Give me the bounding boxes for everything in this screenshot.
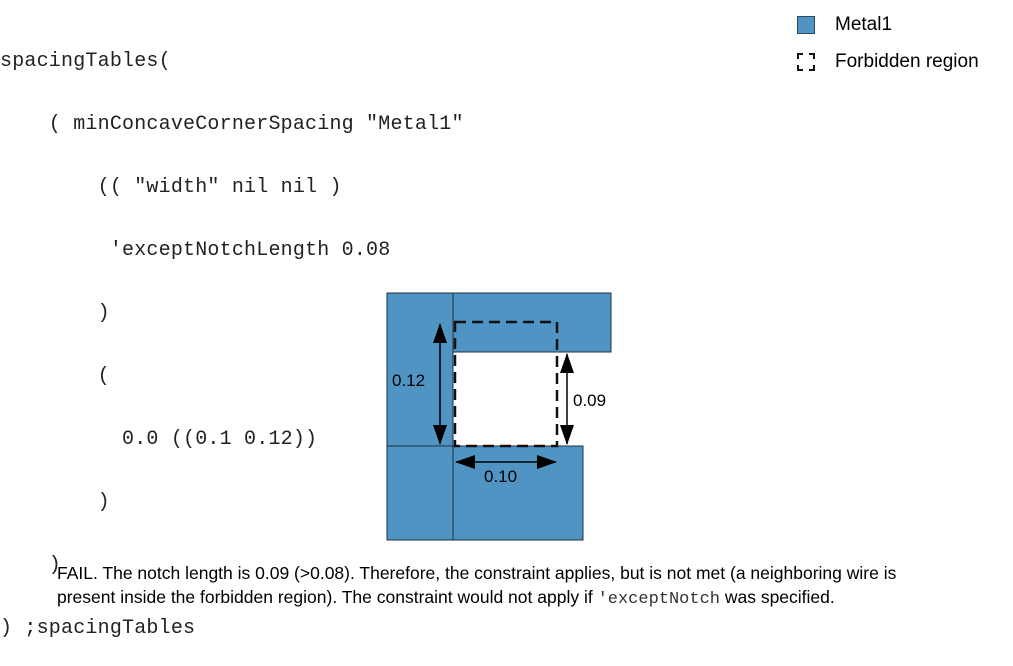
forbidden-region <box>453 320 559 448</box>
code-line: ) <box>0 302 110 325</box>
code-line: ( <box>0 365 110 388</box>
forbidden-region-swatch-icon <box>797 53 815 71</box>
code-line: 0.0 ((0.1 0.12)) <box>0 428 318 451</box>
code-line: 'exceptNotchLength 0.08 <box>0 239 391 262</box>
legend-forbidden-region: Forbidden region <box>797 51 979 73</box>
dimension-label-0-12: 0.12 <box>392 371 425 390</box>
code-line: ) <box>0 491 110 514</box>
dimension-label-0-09: 0.09 <box>573 391 606 410</box>
code-listing: spacingTables( ( minConcaveCornerSpacing… <box>0 9 464 660</box>
code-line: ) ;spacingTables <box>0 617 196 640</box>
metal1-swatch-icon <box>797 16 815 34</box>
caption: FAIL. The notch length is 0.09 (>0.08). … <box>57 561 917 612</box>
code-line: (( "width" nil nil ) <box>0 176 342 199</box>
legend-metal1: Metal1 <box>797 14 892 36</box>
legend-forbidden-label: Forbidden region <box>835 51 979 72</box>
caption-code-term: 'exceptNotch <box>597 590 720 609</box>
caption-text-end: was specified. <box>719 587 835 607</box>
code-line: ( minConcaveCornerSpacing "Metal1" <box>0 113 464 136</box>
metal-shapes <box>386 292 612 541</box>
code-line: ) <box>0 554 62 577</box>
dimension-label-0-10: 0.10 <box>484 467 517 486</box>
metal-left-bar <box>386 292 454 541</box>
caption-text: FAIL. The notch length is 0.09 (>0.08). … <box>57 563 897 607</box>
notch-diagram: 0.12 0.09 0.10 <box>386 292 612 541</box>
metal-bottom-bar <box>452 445 584 541</box>
code-line: spacingTables( <box>0 50 171 73</box>
legend-metal1-label: Metal1 <box>835 14 893 35</box>
